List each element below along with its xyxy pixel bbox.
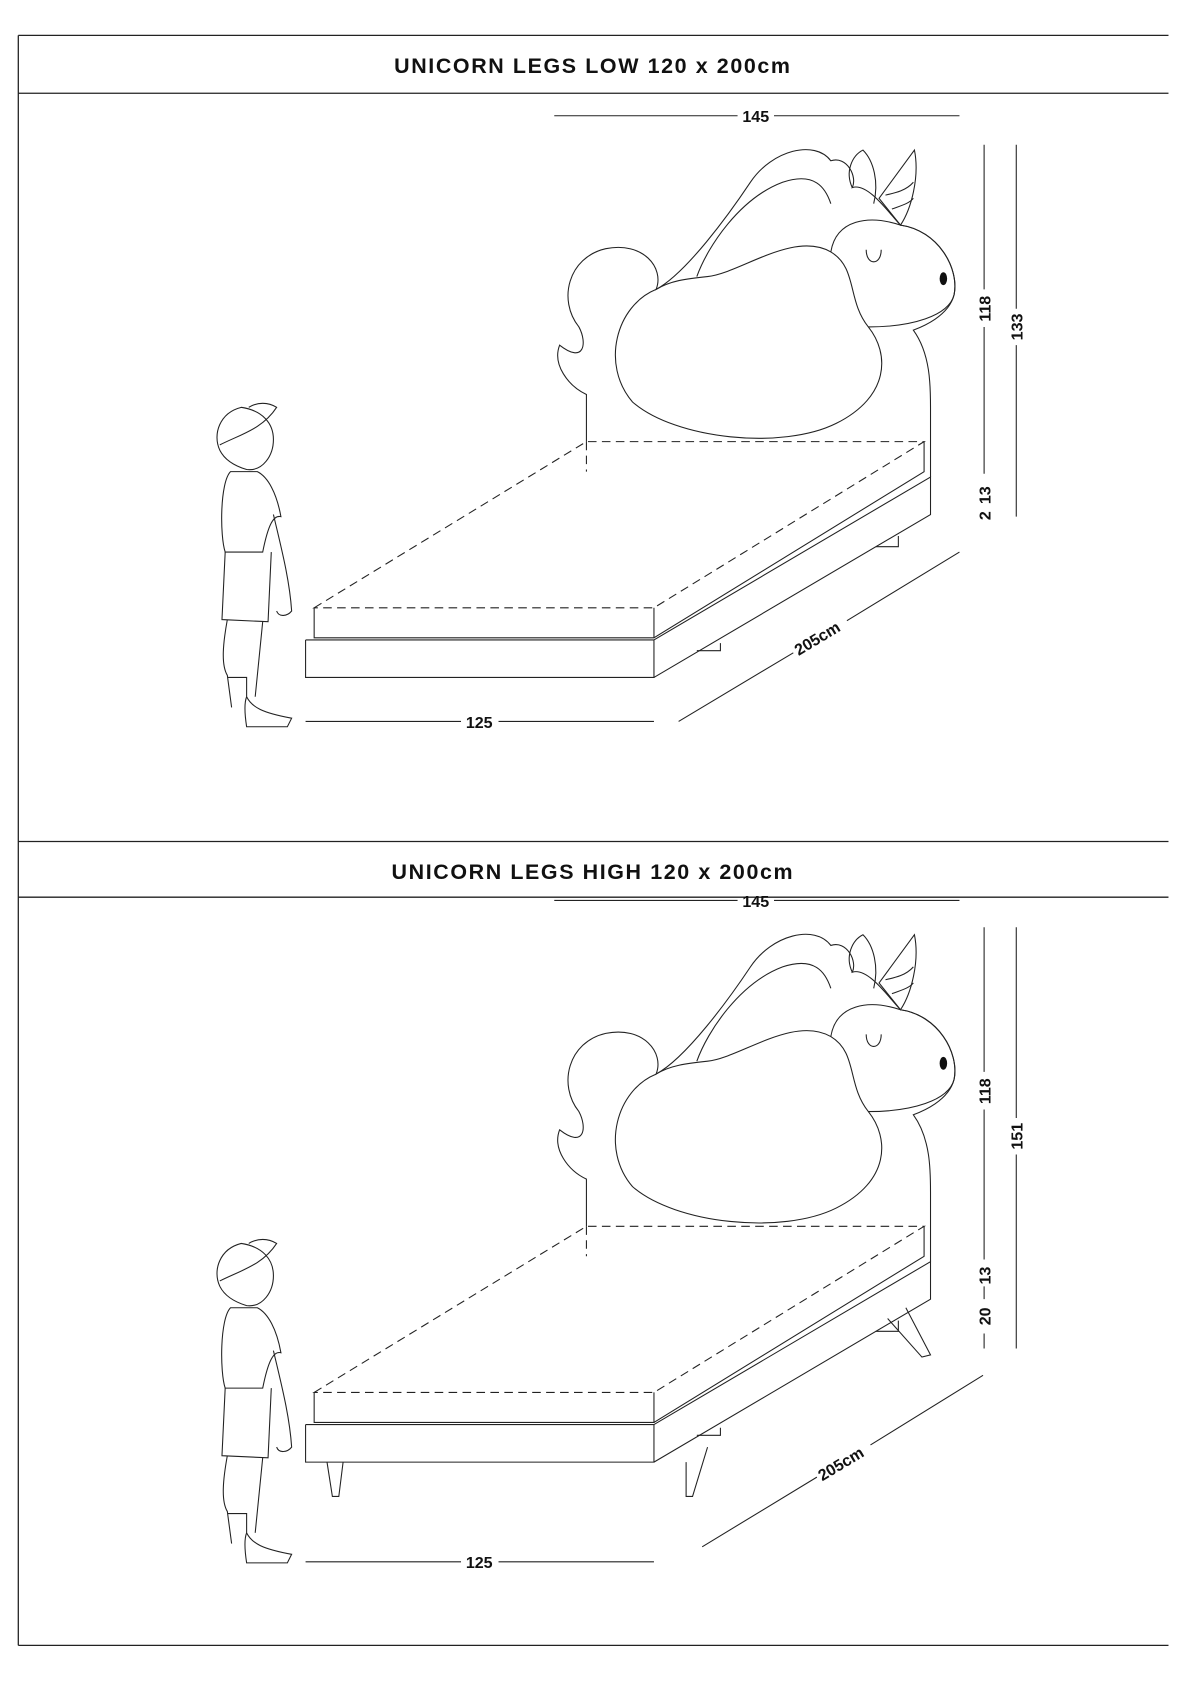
svg-text:151: 151 (1009, 1123, 1027, 1150)
dimension-leg-height: 2 (977, 511, 995, 520)
section-legs-low: UNICORN LEGS LOW 120 x 200cm 145 118 133… (216, 54, 1027, 732)
dimension-headboard-height: 118 (977, 144, 995, 474)
svg-text:205cm: 205cm (791, 618, 843, 659)
svg-text:205cm: 205cm (815, 1444, 867, 1485)
dimension-leg-height: 20 (977, 1307, 995, 1325)
section-title: UNICORN LEGS LOW 120 x 200cm (394, 54, 791, 78)
child-figure (216, 1238, 293, 1564)
svg-text:118: 118 (977, 296, 995, 322)
bed-drawing-low-legs (305, 149, 956, 678)
dimension-length: 205cm (678, 551, 960, 722)
dimension-headboard-height: 118 (977, 927, 995, 1260)
dimension-frame-height: 13 (977, 486, 995, 504)
dimension-width-front: 125 (305, 714, 654, 732)
dimension-length: 205cm (701, 1374, 984, 1548)
svg-text:125: 125 (466, 1554, 493, 1572)
dimension-total-height: 151 (1009, 927, 1027, 1349)
dimension-frame-height: 13 (977, 1267, 995, 1285)
svg-text:145: 145 (742, 893, 769, 911)
dimension-width-front: 125 (305, 1554, 654, 1572)
svg-text:133: 133 (1009, 313, 1027, 340)
section-legs-high: UNICORN LEGS HIGH 120 x 200cm 145 118 15… (216, 860, 1027, 1572)
dimension-width-top: 145 (554, 108, 960, 126)
svg-text:118: 118 (977, 1078, 995, 1104)
bed-legs (326, 1307, 932, 1497)
child-figure (216, 402, 293, 728)
sheet-frame (17, 34, 1169, 1647)
dimension-total-height: 133 (1009, 144, 1027, 517)
svg-text:125: 125 (466, 714, 493, 732)
svg-text:145: 145 (742, 108, 769, 126)
dimension-width-top: 145 (554, 893, 960, 911)
section-title: UNICORN LEGS HIGH 120 x 200cm (392, 860, 795, 884)
bed-drawing-high-legs (305, 933, 956, 1463)
